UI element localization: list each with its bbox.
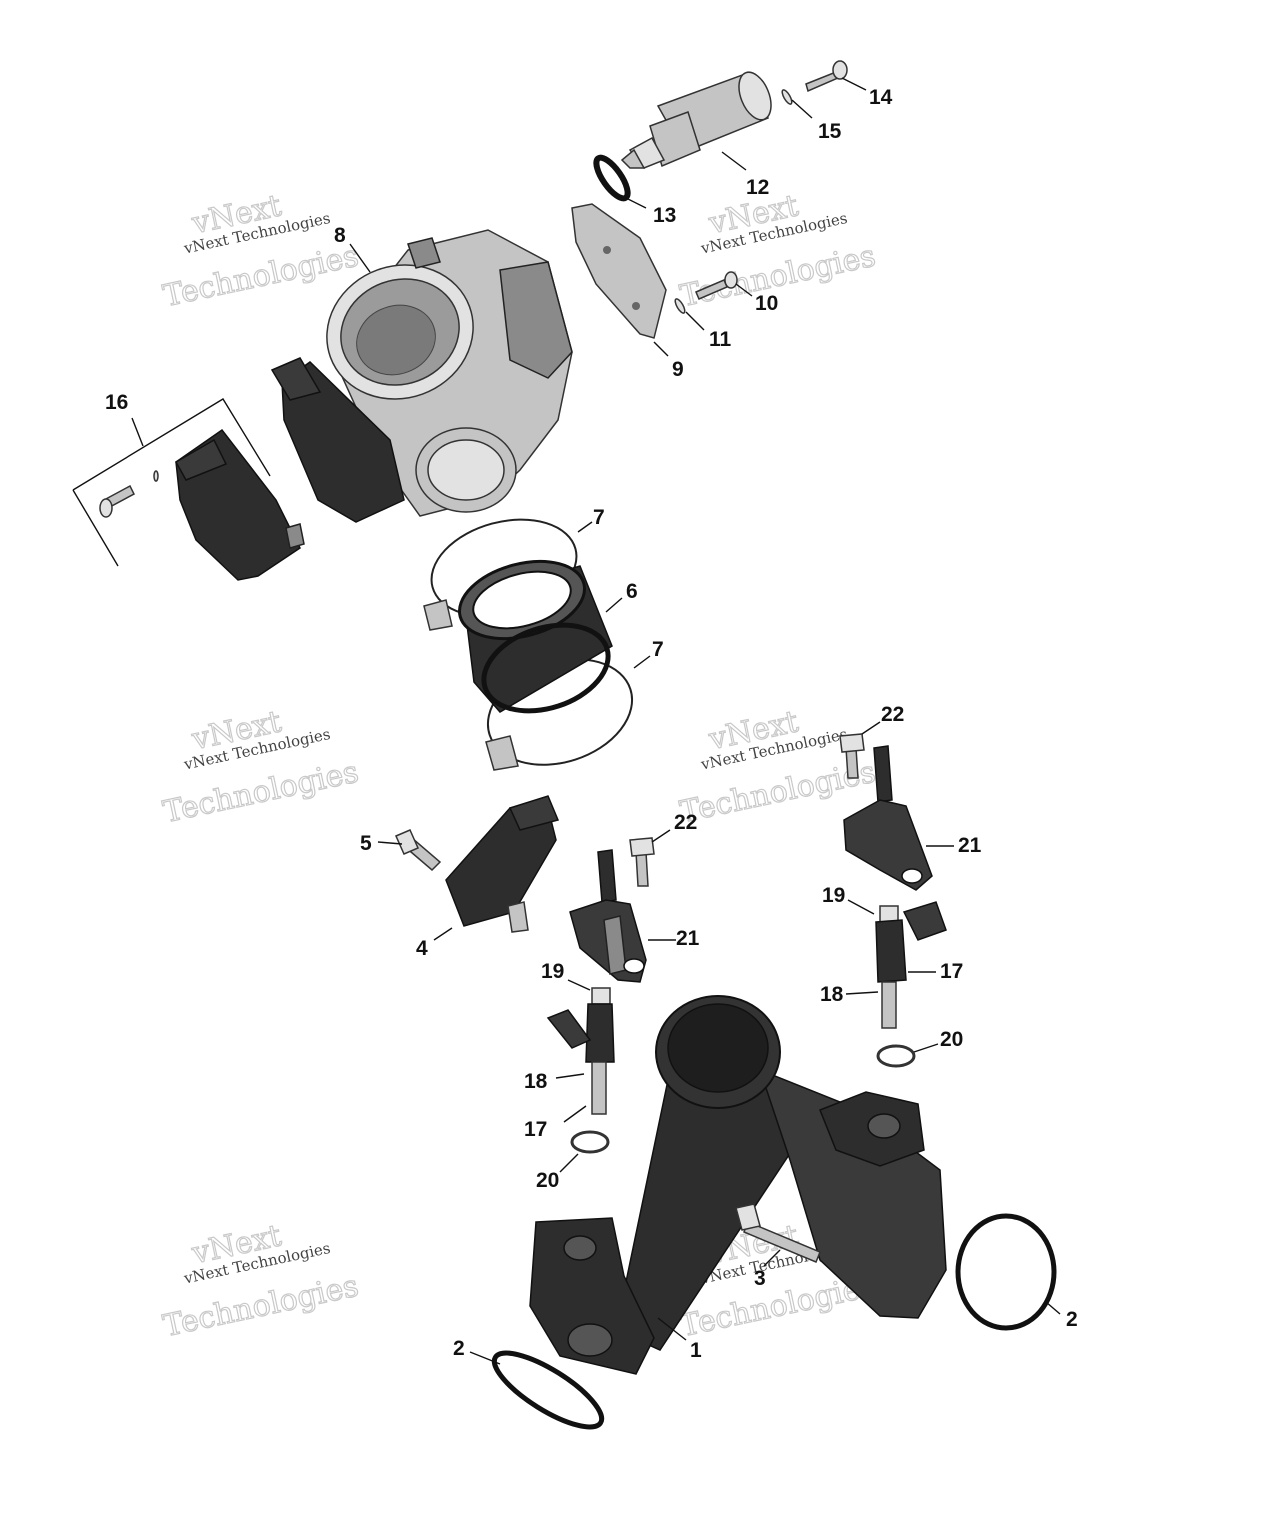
callout-18-left: 18	[524, 1070, 548, 1093]
callout-8: 8	[334, 224, 346, 247]
callout-9: 9	[672, 358, 684, 381]
callout-11: 11	[709, 328, 732, 351]
callout-7-upper: 7	[593, 506, 605, 529]
part-12-idle-valve	[620, 71, 772, 169]
callout-20-left: 20	[536, 1169, 559, 1192]
watermark-5: vNext vNext Technologies Technologies	[159, 1218, 362, 1345]
leader-lines	[349, 77, 1061, 1365]
part-20-o-ring-left	[570, 1130, 610, 1154]
part-16-sensor-kit	[72, 398, 305, 581]
part-22-screw-right	[839, 733, 865, 779]
part-15-washer	[781, 89, 793, 105]
part-2-gasket-right	[955, 1213, 1057, 1331]
part-2-gasket-left	[491, 1350, 605, 1430]
callout-5: 5	[360, 832, 372, 855]
callout-7-lower: 7	[652, 638, 664, 661]
callout-18-right: 18	[820, 983, 844, 1006]
callout-12: 12	[746, 176, 769, 199]
part-20-o-ring-right	[876, 1044, 916, 1068]
callout-17-left: 17	[524, 1118, 547, 1141]
part-11-washer	[674, 298, 686, 314]
part-21-rail-right	[843, 745, 933, 891]
part-1-intake-manifold	[529, 995, 947, 1375]
part-14-screw	[805, 60, 848, 93]
callout-21-left: 21	[676, 927, 700, 950]
callout-17-right: 17	[940, 960, 963, 983]
callout-19-left: 19	[541, 960, 564, 983]
part-22-screw-left	[629, 837, 655, 887]
part-7-clamp-upper	[423, 518, 578, 631]
injector-right	[875, 901, 947, 1029]
part-10-screw	[695, 271, 738, 300]
callout-22-left: 22	[674, 811, 697, 834]
watermark-3: vNext vNext Technologies Technologies	[159, 704, 362, 831]
callout-2-left: 2	[453, 1337, 465, 1360]
callout-labels: 14 15 12 13 8 10 11 9 16 7 6 7 22 22 5 2…	[105, 86, 1078, 1362]
part-9-adapter-plate	[571, 203, 667, 339]
callout-22-right: 22	[881, 703, 904, 726]
part-21-rail-left	[569, 849, 647, 983]
callout-16: 16	[105, 391, 128, 414]
callout-4: 4	[416, 937, 428, 960]
part-8-throttle-body	[270, 229, 573, 523]
callout-20-right: 20	[940, 1028, 963, 1051]
injector-left	[546, 987, 615, 1115]
callout-3: 3	[754, 1267, 766, 1290]
callout-1: 1	[690, 1339, 702, 1362]
callout-13: 13	[653, 204, 676, 227]
part-5-bolt	[395, 829, 442, 872]
part-3-bolt	[735, 1203, 821, 1263]
callout-6: 6	[626, 580, 638, 603]
callout-2-right: 2	[1066, 1308, 1078, 1331]
callout-19-right: 19	[822, 884, 845, 907]
part-6-coupling	[457, 559, 613, 714]
part-4-map-sensor	[445, 795, 560, 933]
watermark-1: vNext vNext Technologies Technologies	[159, 188, 362, 315]
callout-15: 15	[818, 120, 842, 143]
callout-10: 10	[755, 292, 778, 315]
callout-21-right: 21	[958, 834, 982, 857]
callout-14: 14	[869, 86, 893, 109]
